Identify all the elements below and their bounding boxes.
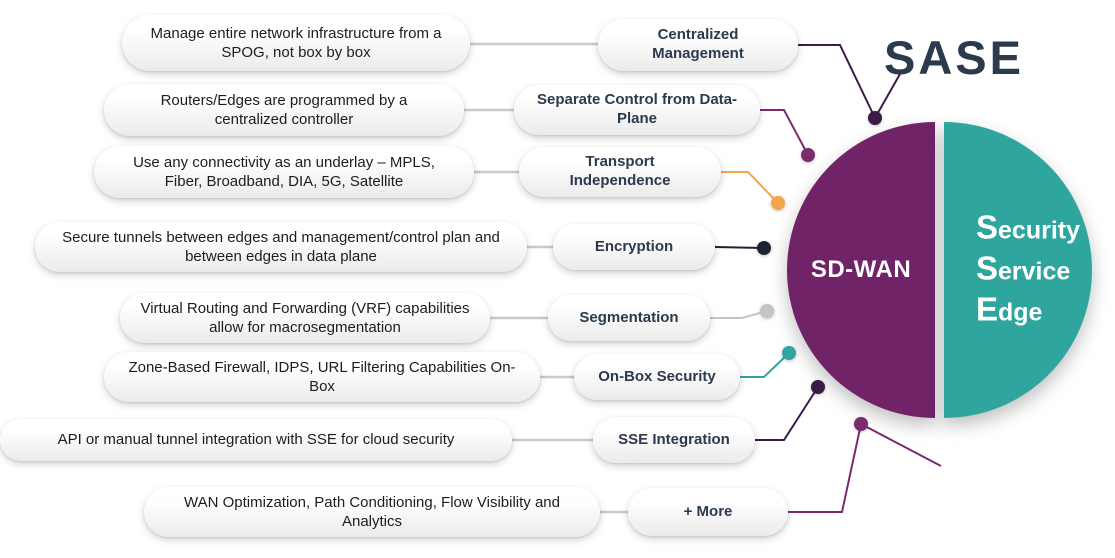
sdwan-label: SD-WAN [810,256,912,283]
feature-label-text: Segmentation [579,308,679,326]
connector-dot [757,241,771,255]
feature-label-text: Centralized Management [652,26,744,62]
feature-label-pill: SSE Integration [593,417,755,463]
label-connector-line [710,310,768,319]
feature-label-text: On-Box Security [598,367,716,385]
top-extension-line [874,73,901,119]
feature-description-text: WAN Optimization, Path Conditioning, Flo… [184,493,560,530]
feature-label-text: + More [683,502,733,520]
label-connector-line [714,246,765,249]
feature-description-pill: API or manual tunnel integration with SS… [0,419,512,461]
feature-label-text: Separate Control from Data-Plane [536,91,738,127]
feature-description-pill: Zone-Based Firewall, IDPS, URL Filtering… [104,352,540,402]
label-connector-line [721,171,779,204]
feature-description-text: Manage entire network infrastructure fro… [150,24,442,61]
connector-dot [801,148,815,162]
feature-label-pill: + More [628,488,788,536]
feature-description-pill: Manage entire network infrastructure fro… [122,15,470,71]
connector-dot [854,417,868,431]
connector-dot [868,111,882,125]
feature-label-pill: Encryption [553,224,715,270]
feature-description-text: Secure tunnels between edges and managem… [62,228,500,265]
security-service-edge-label: Security Service Edge [976,209,1080,332]
feature-description-text: API or manual tunnel integration with SS… [57,431,455,449]
label-connector-line [798,44,876,119]
sse-word-service: Service [976,249,1071,287]
sase-title: SASE [884,31,1024,84]
feature-description-text: Routers/Edges are programmed by a centra… [160,91,408,128]
feature-label-pill: Segmentation [548,295,710,341]
feature-description-pill: Secure tunnels between edges and managem… [35,222,527,272]
feature-label-pill: On-Box Security [574,354,740,400]
label-connector-line [788,423,862,513]
feature-description-text: Virtual Routing and Forwarding (VRF) cap… [140,299,470,336]
feature-label-pill: Transport Independence [519,147,721,197]
sse-word-edge: Edge [976,290,1043,328]
label-connector-line [755,386,819,441]
label-connector-line [760,109,809,156]
feature-description-text: Use any connectivity as an underlay – MP… [133,153,435,190]
bottom-extension-line [860,423,942,467]
connector-dot [811,380,825,394]
feature-description-pill: WAN Optimization, Path Conditioning, Flo… [144,487,600,537]
feature-label-text: Transport Independence [569,153,671,189]
feature-description-pill: Use any connectivity as an underlay – MP… [94,146,474,198]
feature-description-text: Zone-Based Firewall, IDPS, URL Filtering… [128,358,516,395]
feature-description-pill: Virtual Routing and Forwarding (VRF) cap… [120,293,490,343]
feature-description-pill: Routers/Edges are programmed by a centra… [104,84,464,136]
connector-dot [782,346,796,360]
connector-dot [771,196,785,210]
connector-dot [760,304,774,318]
feature-label-pill: Centralized Management [598,19,798,71]
feature-label-text: Encryption [594,237,674,255]
sse-word-security: Security [976,208,1080,246]
label-connector-line [740,352,790,378]
feature-label-text: SSE Integration [618,430,730,448]
feature-label-pill: Separate Control from Data-Plane [514,85,760,135]
